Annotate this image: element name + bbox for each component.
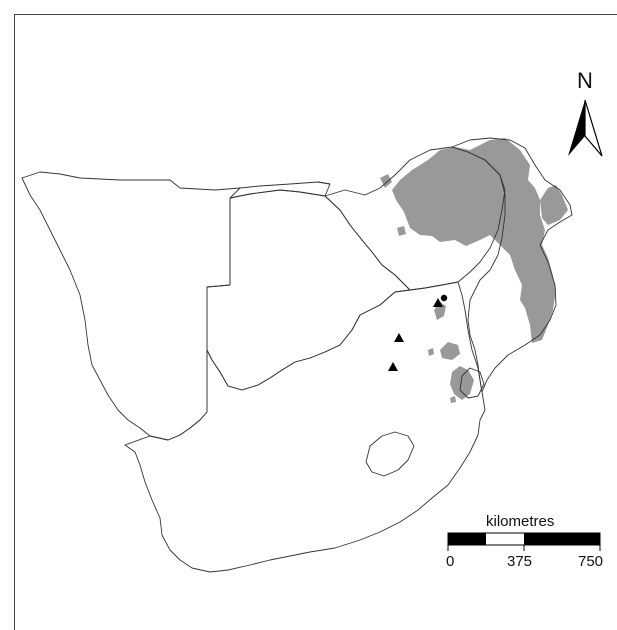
scale-title: kilometres <box>486 513 555 530</box>
range-patch-mpumalanga <box>450 366 474 400</box>
range-east-coast <box>540 185 568 225</box>
scale-segment-3 <box>524 533 600 545</box>
north-label: N <box>577 68 593 93</box>
range-patch-tiny <box>450 396 456 403</box>
range-patch-small-1 <box>380 174 392 188</box>
marker-circle-1 <box>440 294 448 302</box>
range-patch-kruger <box>440 342 460 360</box>
border-swaziland <box>459 367 485 399</box>
border-south-africa <box>124 281 486 573</box>
marker-triangle-2 <box>394 333 404 342</box>
range-patch-small-2 <box>397 226 406 236</box>
scale-segment-1 <box>448 533 486 545</box>
map-frame <box>14 14 617 630</box>
range-patch-sw <box>428 348 434 356</box>
species-range <box>380 138 568 403</box>
border-zimbabwe <box>324 146 506 291</box>
border-botswana <box>206 189 411 391</box>
scale-tick-0: 0 <box>446 553 455 570</box>
record-markers <box>388 294 448 371</box>
marker-triangle-1 <box>433 298 443 307</box>
border-lesotho <box>365 431 415 477</box>
border-caprivi <box>229 181 331 199</box>
country-borders <box>21 137 573 573</box>
border-mozambique <box>451 137 573 393</box>
scale-tick-max: 750 <box>578 553 604 570</box>
scale-tick-mid: 375 <box>507 553 533 570</box>
range-zimbabwe-mozambique <box>392 138 556 343</box>
scale-bar <box>447 532 601 551</box>
marker-triangle-3 <box>388 362 398 371</box>
north-arrow-icon <box>568 99 603 157</box>
border-namibia <box>21 171 331 441</box>
